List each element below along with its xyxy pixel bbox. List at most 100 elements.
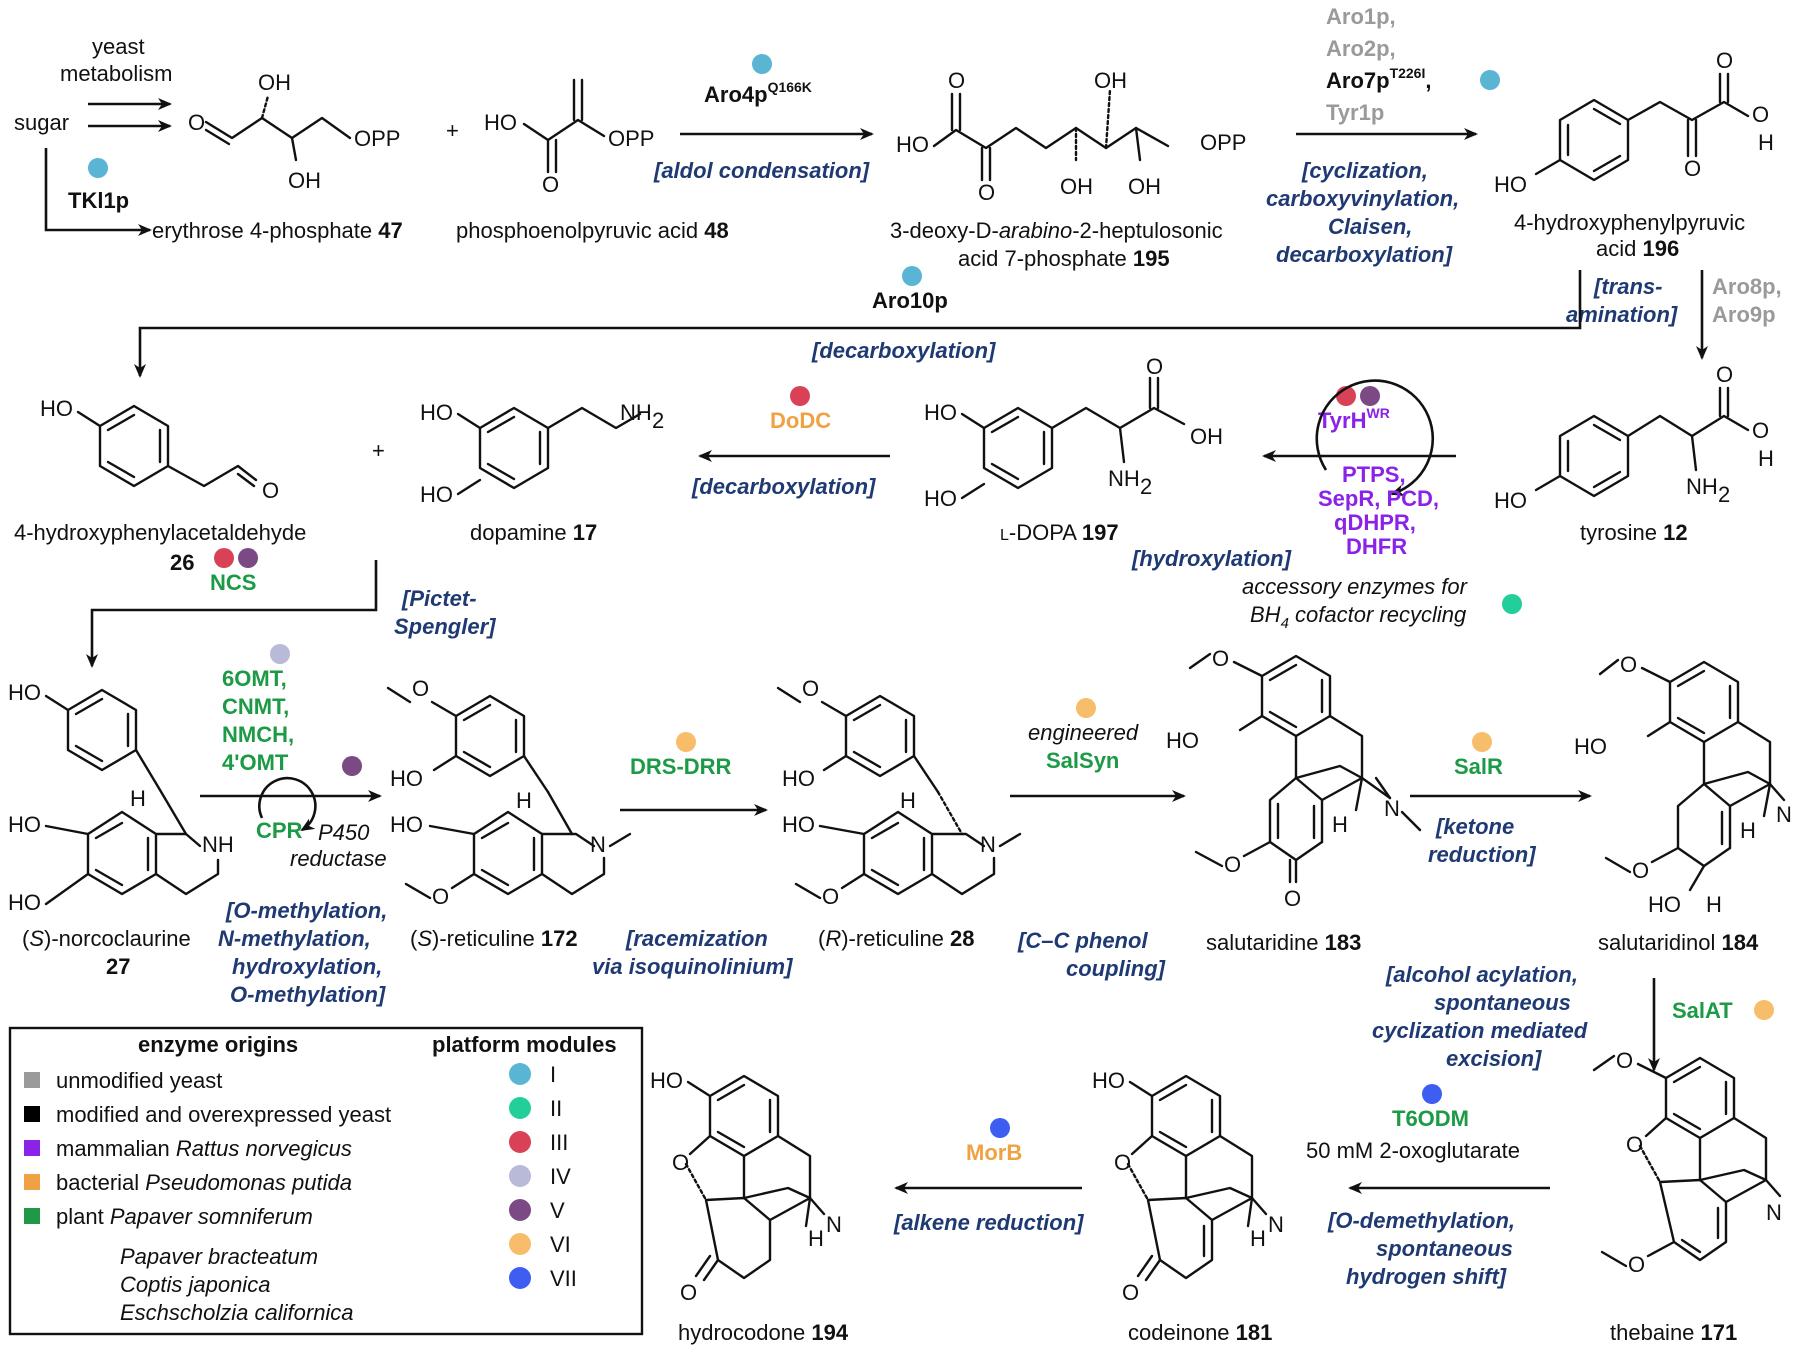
structure-pep: HO O OPP [484, 78, 654, 197]
legend-origin-swatch [24, 1072, 40, 1088]
compound-name-norcoclaurine: (S)-norcoclaurine [22, 926, 191, 951]
svg-text:O: O [1716, 362, 1733, 387]
module-dot-aro10p [902, 266, 922, 286]
legend-origin-swatch [24, 1208, 40, 1224]
structure-salutaridinol: O HO H N O HO H [1574, 652, 1792, 917]
svg-text:HO: HO [420, 400, 453, 425]
enzyme-salr: SalR [1454, 754, 1503, 779]
legend-module-label: III [550, 1130, 568, 1155]
reaction-alcohol-3: cyclization mediated [1372, 1018, 1588, 1043]
svg-text:O: O [978, 180, 995, 205]
compound-name-pep: phosphoenolpyruvic acid 48 [456, 218, 729, 243]
enzyme-salat: SalAT [1672, 998, 1733, 1023]
module-dot-accessory [1502, 594, 1522, 614]
reaction-phenol-1: [C–C phenol [1017, 928, 1148, 953]
svg-text:OH: OH [258, 70, 291, 95]
compound-name-hpaa: 4-hydroxyphenylacetaldehyde [14, 520, 306, 545]
structure-dahp: HO O O OH OH OH OPP [896, 68, 1246, 205]
svg-text:O: O [1752, 102, 1769, 127]
legend-modules-title: platform modules [432, 1032, 617, 1057]
module-dot-aro7p [1480, 70, 1500, 90]
reaction-racem-2: via isoquinolinium] [592, 954, 793, 979]
structure-tyrosine: HO O O H NH 2 [1494, 362, 1774, 513]
svg-text:HO: HO [1494, 488, 1527, 513]
legend-module-dot [509, 1165, 531, 1187]
enzyme-drs-drr: DRS-DRR [630, 754, 732, 779]
svg-text:HO: HO [420, 482, 453, 507]
svg-text:H: H [1250, 1226, 1266, 1251]
svg-text:H: H [900, 788, 916, 813]
legend-origin-label: modified and overexpressed yeast [56, 1102, 391, 1127]
enzyme-nmch: NMCH, [222, 722, 294, 747]
compound-name-hydrocodone: hydrocodone 194 [678, 1320, 849, 1345]
legend-module-label: V [550, 1198, 565, 1223]
accessory-label-2: BH4 cofactor recycling [1250, 602, 1467, 632]
svg-text:O: O [1716, 48, 1733, 73]
svg-text:OH: OH [1128, 174, 1161, 199]
enzyme-aro2p: Aro2p, [1326, 36, 1396, 61]
legend: enzyme origins platform modules unmodifi… [8, 1026, 644, 1336]
legend-origin-label: bacterial Pseudomonas putida [56, 1170, 352, 1195]
reaction-alcohol-2: spontaneous [1434, 990, 1571, 1015]
reaction-racem-1: [racemization [625, 926, 768, 951]
svg-text:H: H [1758, 130, 1774, 155]
plus-sign-1: + [446, 118, 459, 143]
structure-ldopa: HO HO O OH NH 2 [924, 354, 1223, 511]
cofactor-cycle-arrow [1315, 379, 1435, 497]
svg-text:N: N [980, 832, 996, 857]
reaction-ometh-3: hydroxylation, [232, 954, 382, 979]
structure-salutaridine: O HO H N O O [1166, 646, 1422, 911]
legend-module-dot [509, 1267, 531, 1289]
yeast-metabolism-label-1: yeast [92, 34, 145, 59]
reaction-ometh-4: O-methylation] [230, 982, 386, 1007]
module-dot-salsyn [1076, 698, 1096, 718]
structure-norcoclaurine: HO H NH HO HO [8, 680, 234, 915]
svg-text:HO: HO [390, 766, 423, 791]
legend-module-dot [509, 1233, 531, 1255]
cpr-cycle-arrow [258, 776, 317, 832]
compound-name-e4p: erythrose 4-phosphate 47 [152, 218, 403, 243]
structure-thebaine: O O N O [1592, 1048, 1782, 1277]
svg-text:O: O [1616, 1048, 1633, 1073]
svg-text:H: H [516, 788, 532, 813]
legend-module-dot [509, 1063, 531, 1085]
module-dot-salr [1472, 732, 1492, 752]
arrow-decarboxylation-hpp [134, 270, 1582, 378]
svg-text:O: O [1632, 858, 1649, 883]
svg-text:O: O [1628, 1252, 1645, 1277]
compound-name-r-reticuline: (R)-reticuline 28 [818, 926, 975, 951]
svg-text:2: 2 [1718, 482, 1730, 507]
legend-module-label: IV [550, 1164, 571, 1189]
legend-module-label: VII [550, 1266, 577, 1291]
module-dot-morb [990, 1118, 1010, 1138]
svg-text:OPP: OPP [608, 126, 654, 151]
svg-text:O: O [188, 110, 205, 135]
svg-text:N: N [590, 832, 606, 857]
p450-label-2: reductase [290, 846, 387, 871]
reaction-cyc-2: carboxyvinylation, [1266, 186, 1459, 211]
module-dot-drs-drr [676, 732, 696, 752]
module-dot-dodc [790, 386, 810, 406]
enzyme-aro9p: Aro9p [1712, 302, 1776, 327]
reaction-cyc-3: Claisen, [1328, 214, 1412, 239]
compound-name-salutaridinol: salutaridinol 184 [1598, 930, 1759, 955]
reaction-cyc-4: decarboxylation] [1276, 242, 1453, 267]
reaction-ketone-1: [ketone [1435, 814, 1514, 839]
reaction-decarb-top: [decarboxylation] [811, 338, 996, 363]
svg-text:H: H [1706, 892, 1722, 917]
legend-origin-swatch [24, 1140, 40, 1156]
legend-origin-swatch [24, 1106, 40, 1122]
svg-text:OPP: OPP [1200, 130, 1246, 155]
legend-origin-label: plant Papaver somniferum [56, 1204, 313, 1229]
legend-module-label: II [550, 1096, 562, 1121]
t6odm-condition: 50 mM 2-oxoglutarate [1306, 1138, 1520, 1163]
reaction-pictet-1: [Pictet- [401, 586, 477, 611]
svg-text:HO: HO [896, 132, 929, 157]
svg-text:O: O [1620, 652, 1637, 677]
compound-name-ldopa: L-DOPA 197 [1000, 520, 1119, 545]
reaction-alcohol-4: excision] [1446, 1046, 1542, 1071]
svg-text:HO: HO [1166, 728, 1199, 753]
